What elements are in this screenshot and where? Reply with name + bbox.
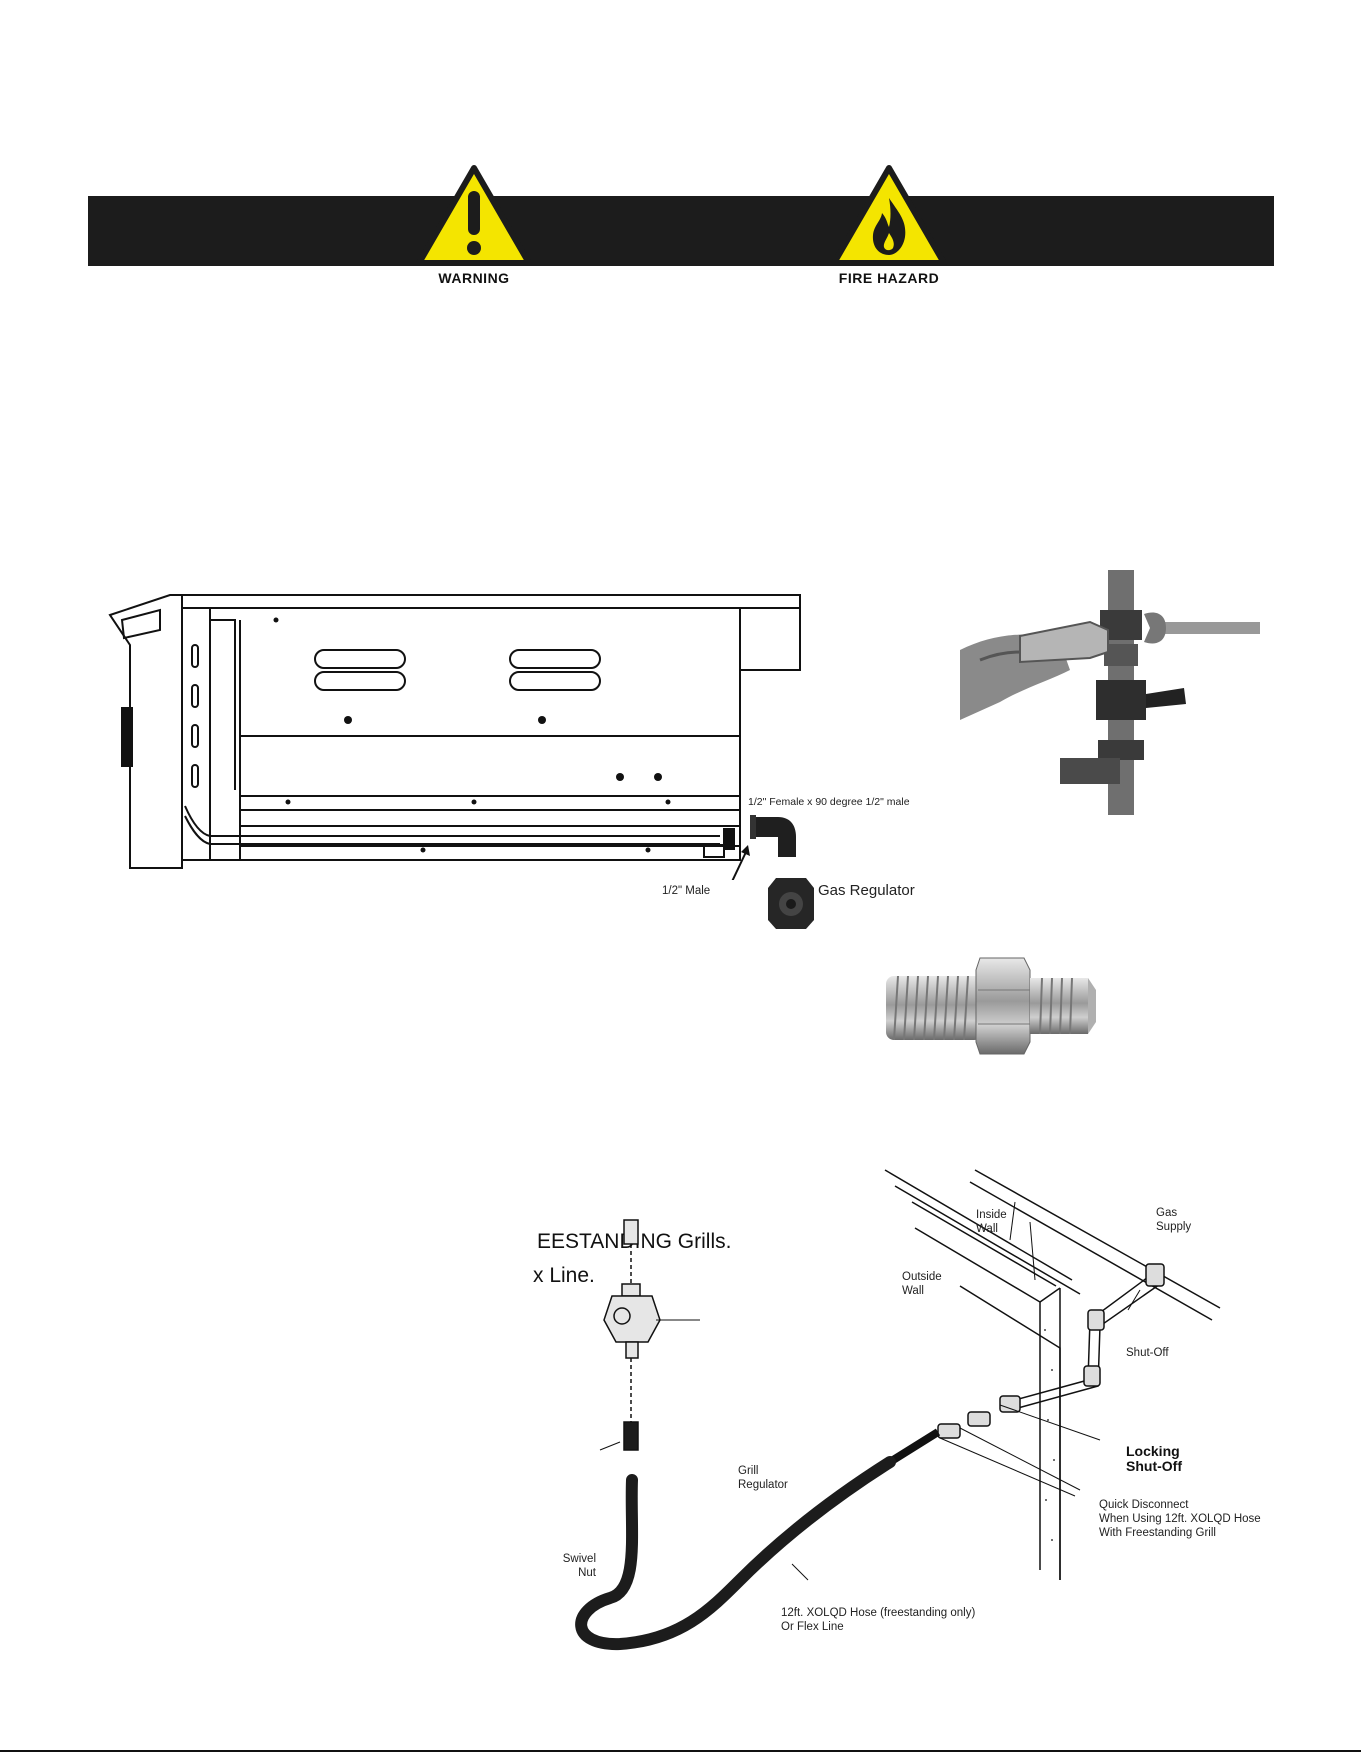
hose-label: 12ft. XOLQD Hose (freestanding only)Or F… [781, 1607, 976, 1633]
pipe-fitting-photo [886, 957, 1096, 1055]
exclamation-triangle-icon [416, 165, 532, 266]
gas-line-installation-diagram [575, 1169, 1221, 1651]
shut-off-label: Shut-Off [1126, 1347, 1169, 1359]
half-inch-male-label: 1/2" Male [662, 885, 711, 897]
grill-side-view-diagram [108, 594, 801, 880]
flame-triangle-icon [831, 165, 947, 266]
hazard-banner [88, 196, 1274, 266]
bottom-rule [0, 1750, 1361, 1752]
quick-disconnect-label: Quick Disconnect When Using 12ft. XOLQD … [1099, 1499, 1261, 1539]
gas-regulator-image [768, 878, 814, 929]
text-fragment-flex-line: x Line. [533, 1264, 595, 1287]
wrench-tightening-photo [960, 570, 1260, 815]
warning-label: WARNING [438, 270, 510, 286]
gas-regulator-label: Gas Regulator [818, 882, 915, 899]
elbow-fitting-label: 1/2" Female x 90 degree 1/2" male [748, 796, 910, 808]
elbow-fitting-image [750, 815, 796, 857]
fire-hazard-label: FIRE HAZARD [838, 270, 940, 286]
